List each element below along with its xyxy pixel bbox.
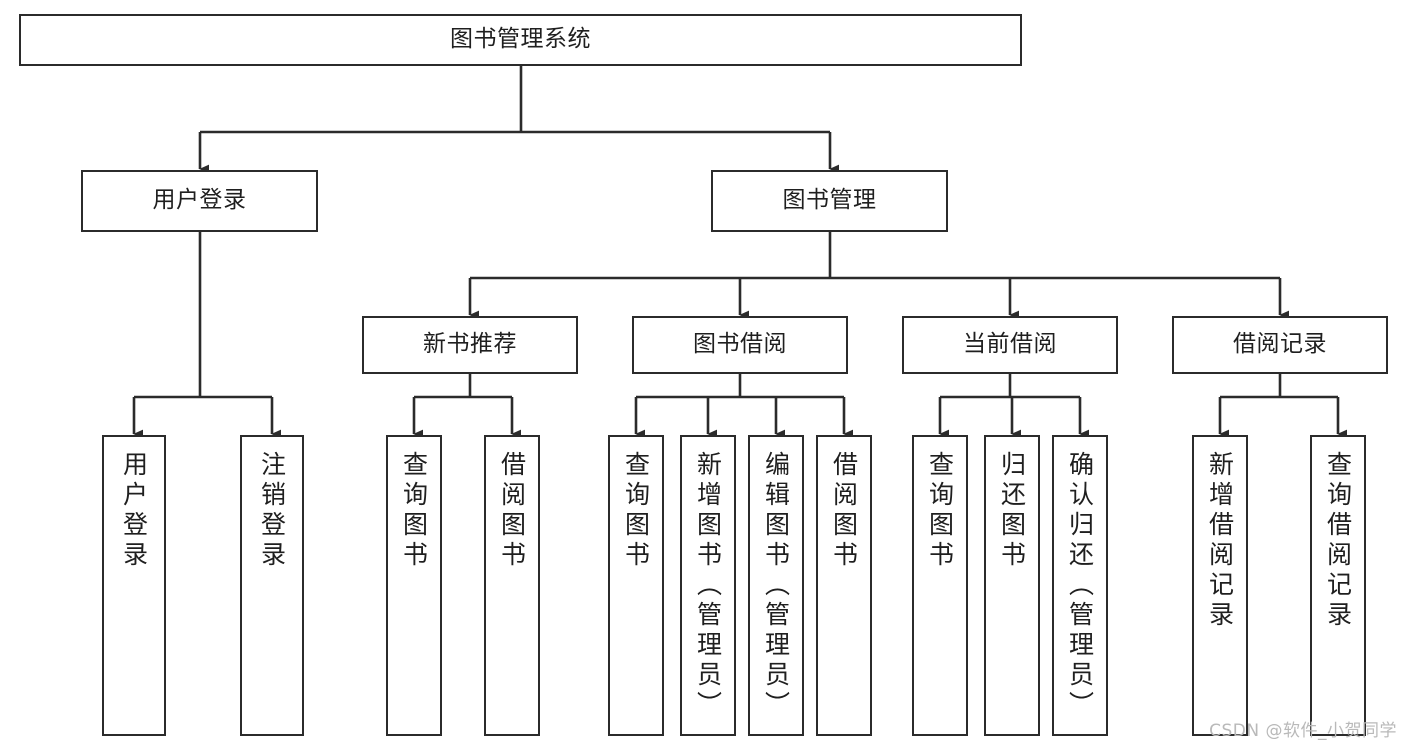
node-label: 新增借阅记录 — [1205, 451, 1235, 631]
node-root[interactable]: 图书管理系统 — [19, 14, 1022, 66]
node-n3a[interactable]: 新书推荐 — [362, 316, 578, 374]
node-label: 图书借阅 — [693, 331, 787, 358]
node-l3[interactable]: 查询图书 — [386, 435, 442, 736]
node-label: 新增图书（管理员） — [693, 451, 723, 721]
node-l4[interactable]: 借阅图书 — [484, 435, 540, 736]
node-label: 图书管理系统 — [450, 26, 591, 53]
node-label: 借阅图书 — [497, 451, 527, 571]
node-l8[interactable]: 借阅图书 — [816, 435, 872, 736]
node-label: 用户登录 — [152, 187, 247, 214]
node-label: 当前借阅 — [963, 331, 1057, 358]
node-label: 查询图书 — [399, 451, 429, 571]
node-label: 借阅图书 — [829, 451, 859, 571]
node-n3c[interactable]: 当前借阅 — [902, 316, 1118, 374]
node-l9[interactable]: 查询图书 — [912, 435, 968, 736]
node-l7[interactable]: 编辑图书（管理员） — [748, 435, 804, 736]
node-label: 查询借阅记录 — [1323, 451, 1353, 631]
node-n3b[interactable]: 图书借阅 — [632, 316, 848, 374]
node-label: 编辑图书（管理员） — [761, 451, 791, 721]
node-label: 图书管理 — [782, 187, 877, 214]
node-label: 确认归还（管理员） — [1065, 451, 1095, 721]
node-l1[interactable]: 用户登录 — [102, 435, 166, 736]
node-label: 借阅记录 — [1233, 331, 1327, 358]
node-l12[interactable]: 新增借阅记录 — [1192, 435, 1248, 736]
node-l11[interactable]: 确认归还（管理员） — [1052, 435, 1108, 736]
node-l2[interactable]: 注销登录 — [240, 435, 304, 736]
node-l10[interactable]: 归还图书 — [984, 435, 1040, 736]
node-n2a[interactable]: 用户登录 — [81, 170, 318, 232]
node-label: 查询图书 — [925, 451, 955, 571]
watermark-text: CSDN @软件_小贺同学 — [1209, 721, 1397, 741]
node-n2b[interactable]: 图书管理 — [711, 170, 948, 232]
node-label: 归还图书 — [997, 451, 1027, 571]
node-label: 新书推荐 — [423, 331, 517, 358]
node-l6[interactable]: 新增图书（管理员） — [680, 435, 736, 736]
node-label: 用户登录 — [119, 451, 149, 571]
node-n3d[interactable]: 借阅记录 — [1172, 316, 1388, 374]
node-l5[interactable]: 查询图书 — [608, 435, 664, 736]
node-label: 查询图书 — [621, 451, 651, 571]
node-label: 注销登录 — [257, 451, 287, 571]
node-l13[interactable]: 查询借阅记录 — [1310, 435, 1366, 736]
